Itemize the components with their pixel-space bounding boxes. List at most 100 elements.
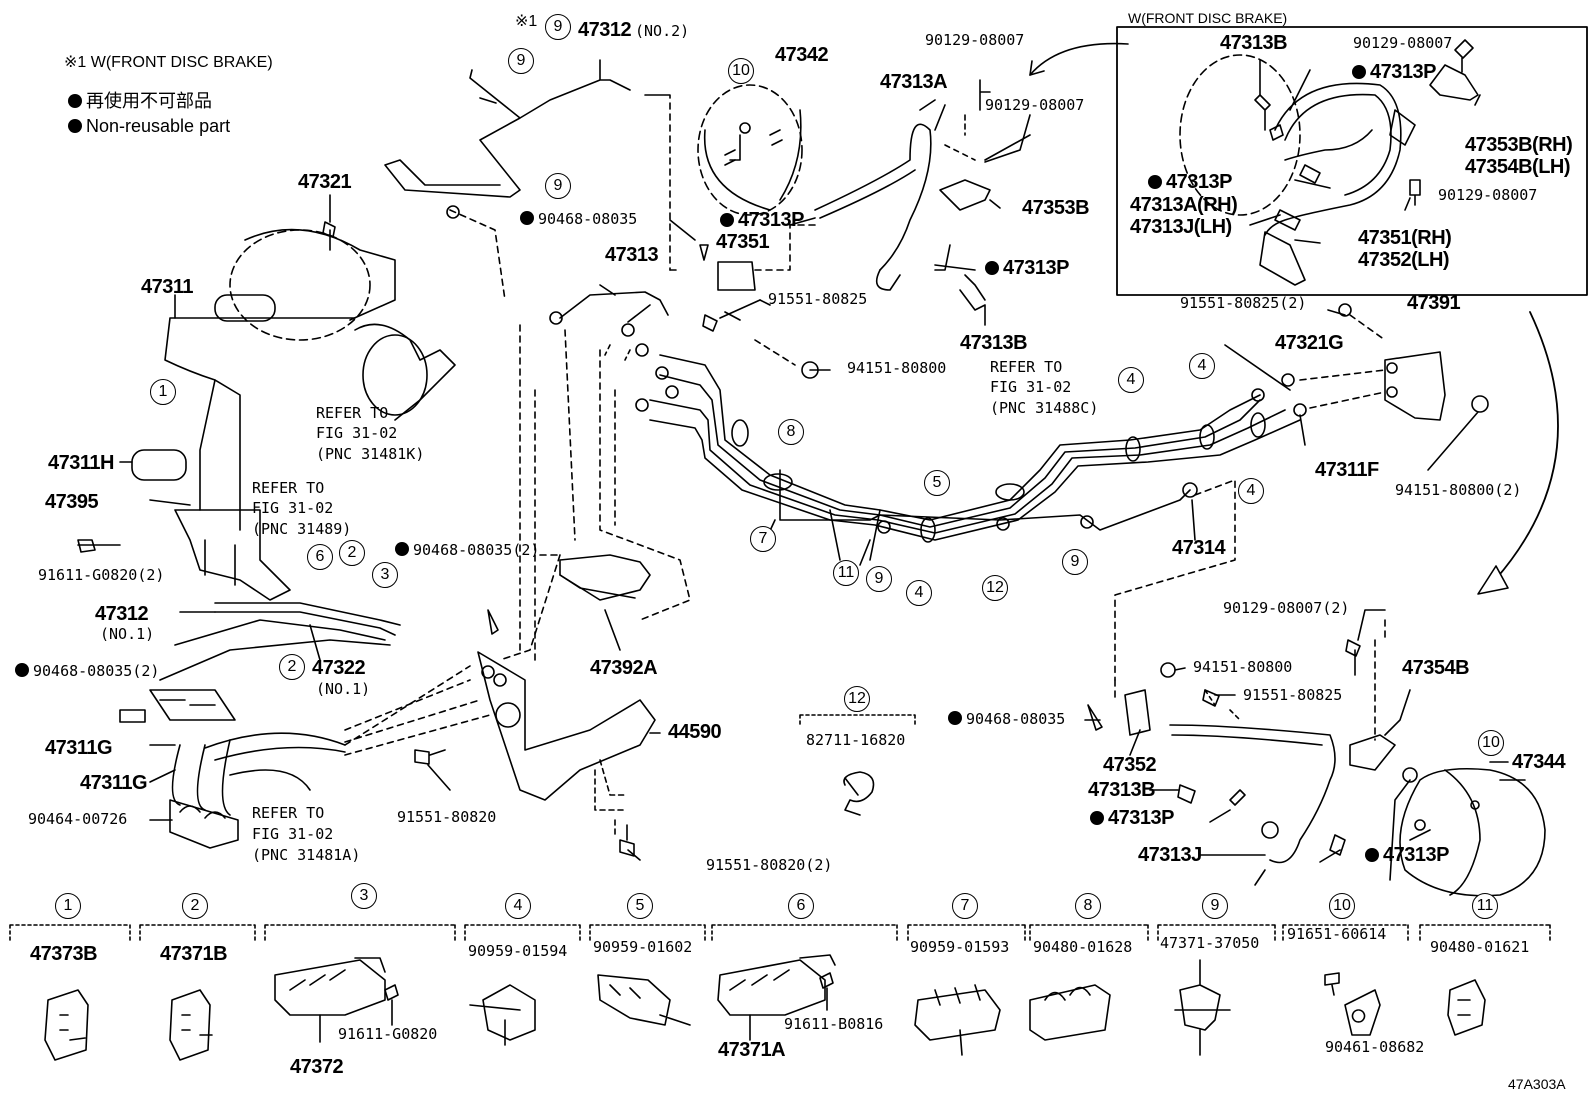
clip-3-part-a: 47372 — [290, 1056, 344, 1078]
callout-4a: 4 — [906, 580, 932, 606]
legend-jp-text: 再使用不可部品 — [86, 91, 212, 111]
refer-31481A-b: FIG 31-02 — [252, 825, 334, 843]
callout-4b: 4 — [1118, 367, 1144, 393]
brake-booster-drawing — [214, 228, 456, 421]
part-47313B-a: 47313B — [960, 332, 1028, 354]
part-91551-80825-2: 91551-80825(2) — [1180, 294, 1307, 312]
part-47312-no2: 47312 — [578, 19, 632, 41]
refer-31488C-b: FIG 31-02 — [990, 378, 1072, 396]
part-91551-80825-a: 91551-80825 — [768, 290, 868, 308]
callout-1: 1 — [150, 379, 176, 405]
part-number-text: 47313P — [1108, 807, 1174, 829]
non-reusable-dot-icon — [68, 119, 82, 133]
part-47354B: 47354B — [1402, 657, 1470, 679]
brake-drum-47342 — [697, 84, 803, 216]
clip-1-part: 47373B — [30, 943, 98, 965]
part-90129-08007-2: 90129-08007(2) — [1223, 599, 1350, 617]
hose-47313J — [1169, 724, 1336, 864]
bracket-47391 — [1384, 351, 1446, 421]
callout-9d: 9 — [866, 566, 892, 592]
inset-drawing — [1179, 39, 1479, 286]
inset-part-90129-08007-b: 90129-08007 — [1438, 186, 1538, 204]
clip-3-part-b: 91611-G0820 — [338, 1025, 438, 1043]
refer-31481A-a: REFER TO — [252, 804, 325, 822]
part-47353B: 47353B — [1022, 197, 1090, 219]
part-47352: 47352 — [1103, 754, 1157, 776]
part-90464-00726: 90464-00726 — [28, 810, 128, 828]
refer-31481K-c: (PNC 31481K) — [316, 445, 425, 463]
callout-12b: 12 — [844, 686, 870, 712]
clip-4-number: 4 — [505, 893, 531, 919]
clip-3-number: 3 — [351, 883, 377, 909]
part-47313P-c: 47313P — [1090, 808, 1174, 828]
part-number-text: 90468-08035 — [538, 210, 638, 228]
inset-part-47313P-a: 47313P — [1352, 62, 1436, 82]
callout-10b: 10 — [1478, 730, 1504, 756]
refer-31481K-b: FIG 31-02 — [316, 424, 398, 442]
part-47395: 47395 — [45, 491, 99, 513]
part-90468-08035-2-mid: 90468-08035(2) — [395, 542, 539, 558]
label-no1-a: (NO.1) — [100, 625, 155, 643]
clip-drawings — [44, 954, 1486, 1061]
refer-31489-b: FIG 31-02 — [252, 499, 334, 517]
part-91551-80820: 91551-80820 — [397, 808, 497, 826]
label-no1-b: (NO.1) — [316, 680, 371, 698]
part-94151-80800-a: 94151-80800 — [847, 359, 947, 377]
non-reusable-dot-icon — [15, 663, 29, 677]
clip-8-number: 8 — [1075, 893, 1101, 919]
part-47313P-b: 47313P — [985, 258, 1069, 278]
refer-31489-a: REFER TO — [252, 479, 325, 497]
part-90468-08035-top: 90468-08035 — [520, 211, 637, 227]
part-47321: 47321 — [298, 171, 352, 193]
non-reusable-dot-icon — [1365, 848, 1379, 862]
bracket-47352 — [1124, 689, 1151, 736]
tube-bundle — [659, 354, 1261, 521]
inset-part-47313J-LH: 47313J(LH) — [1130, 216, 1232, 238]
non-reusable-dot-icon — [1148, 175, 1162, 189]
refer-31488C-c: (PNC 31488C) — [990, 399, 1099, 417]
inset-part-47353B-RH: 47353B(RH) — [1465, 134, 1573, 156]
part-90129-08007-b: 90129-08007 — [985, 96, 1085, 114]
part-47314: 47314 — [1172, 537, 1226, 559]
label-no2: (NO.2) — [635, 22, 690, 40]
part-90129-08007-a: 90129-08007 — [925, 31, 1025, 49]
tube-47313 — [559, 291, 669, 323]
part-47311F: 47311F — [1315, 459, 1379, 481]
callout-6: 6 — [307, 544, 333, 570]
part-47311: 47311 — [141, 276, 194, 298]
inset-arrow-right — [1494, 311, 1559, 581]
refer-31489-c: (PNC 31489) — [252, 520, 352, 538]
part-47313: 47313 — [605, 244, 659, 266]
part-47342: 47342 — [775, 44, 829, 66]
part-91611-G0820-2: 91611-G0820(2) — [38, 566, 165, 584]
clip-6-number: 6 — [788, 893, 814, 919]
non-reusable-dot-icon — [395, 542, 409, 556]
clip-5-part: 90959-01602 — [593, 938, 693, 956]
clip-11-number: 11 — [1472, 893, 1498, 919]
clip-5-number: 5 — [627, 893, 653, 919]
refer-31481K-a: REFER TO — [316, 404, 389, 422]
part-90468-08035-right: 90468-08035 — [948, 711, 1065, 727]
clip-10-part-b: 90461-08682 — [1325, 1038, 1425, 1056]
clip-2-number: 2 — [182, 893, 208, 919]
non-reusable-dot-icon — [985, 261, 999, 275]
non-reusable-dot-icon — [68, 94, 82, 108]
part-47391: 47391 — [1407, 292, 1461, 314]
non-reusable-dot-icon — [1090, 811, 1104, 825]
part-91551-80825-b: 91551-80825 — [1243, 686, 1343, 704]
part-91551-80820-2: 91551-80820(2) — [706, 856, 833, 874]
clip-6-part-b: 91611-B0816 — [784, 1015, 884, 1033]
note-front-disc-brake: ※1 W(FRONT DISC BRAKE) — [64, 54, 273, 71]
callout-9b: 9 — [508, 48, 534, 74]
inset-part-47313A-RH: 47313A(RH) — [1130, 194, 1238, 216]
callout-11: 11 — [833, 560, 859, 586]
part-47322: 47322 — [312, 657, 366, 679]
label-ref1: ※1 — [515, 13, 538, 30]
part-47313P-a: 47313P — [720, 210, 804, 230]
inset-part-90129-08007-a: 90129-08007 — [1353, 34, 1453, 52]
callout-10a: 10 — [728, 58, 754, 84]
part-47311H: 47311H — [48, 452, 114, 474]
part-number-text: 47313P — [738, 209, 804, 231]
callout-8: 8 — [778, 419, 804, 445]
